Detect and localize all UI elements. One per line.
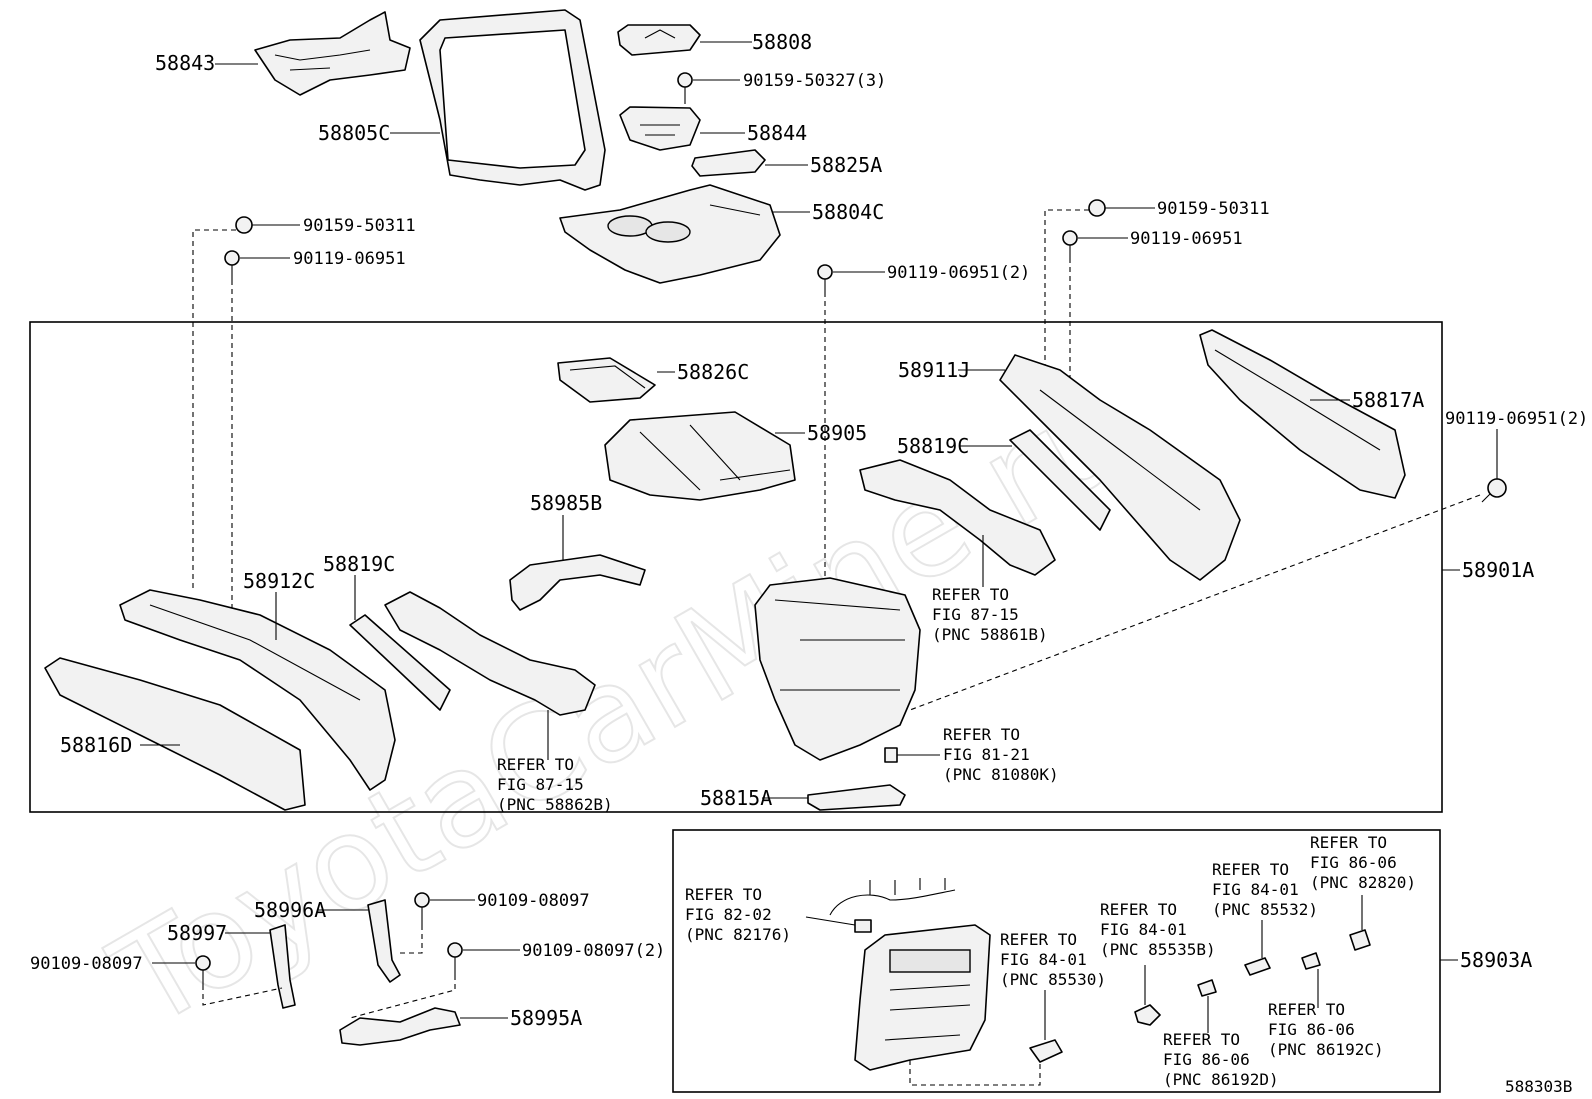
part-58843[interactable] — [254, 11, 411, 96]
label-58912C: 58912C — [243, 569, 315, 593]
part-81080K-connector[interactable] — [884, 747, 898, 763]
bolt-90109-08097-b[interactable] — [195, 955, 211, 985]
ref-82-02-82176: REFER TO FIG 82-02 (PNC 82176) — [685, 885, 791, 944]
label-58816D: 58816D — [60, 733, 132, 757]
label-58826C: 58826C — [677, 360, 749, 384]
part-58912C[interactable] — [119, 589, 396, 791]
part-58804C[interactable] — [559, 184, 781, 284]
label-58903A: 58903A — [1460, 948, 1532, 972]
label-58825A: 58825A — [810, 153, 882, 177]
label-58997: 58997 — [167, 921, 227, 945]
bolt-90109-08097-a[interactable] — [414, 892, 430, 925]
label-90109-08097-b: 90109-08097 — [30, 954, 143, 974]
part-58816D[interactable] — [44, 657, 306, 811]
label-58985B: 58985B — [530, 491, 602, 515]
ref-87-15-58862B: REFER TO FIG 87-15 (PNC 58862B) — [497, 755, 613, 814]
part-85532[interactable] — [1244, 957, 1271, 976]
part-58985B[interactable] — [509, 554, 646, 611]
part-86192D[interactable] — [1197, 979, 1217, 997]
part-58819C-left[interactable] — [349, 614, 451, 711]
label-58996A: 58996A — [254, 898, 326, 922]
bolt-90119-06951-center[interactable] — [817, 264, 833, 292]
part-82820[interactable] — [1349, 929, 1371, 951]
part-58815A[interactable] — [807, 784, 906, 811]
figure-code: 588303B — [1505, 1077, 1572, 1096]
part-85535B[interactable] — [1134, 1004, 1161, 1026]
part-58817A[interactable] — [1199, 329, 1406, 499]
ref-86-06-82820: REFER TO FIG 86-06 (PNC 82820) — [1310, 833, 1416, 892]
bolt-90119-06951-right-side[interactable] — [1481, 478, 1507, 503]
label-58805C: 58805C — [318, 121, 390, 145]
label-58808: 58808 — [752, 30, 812, 54]
bolt-90109-08097-2[interactable] — [447, 942, 463, 975]
ref-84-01-85532: REFER TO FIG 84-01 (PNC 85532) — [1212, 860, 1318, 919]
label-90119-06951-left: 90119-06951 — [293, 249, 406, 269]
ref-87-15-58861B: REFER TO FIG 87-15 (PNC 58861B) — [932, 585, 1048, 644]
label-90109-08097-2: 90109-08097(2) — [522, 941, 665, 961]
part-85530[interactable] — [1029, 1039, 1063, 1063]
ref-81-21-81080K: REFER TO FIG 81-21 (PNC 81080K) — [943, 725, 1059, 784]
label-58804C: 58804C — [812, 200, 884, 224]
part-58808[interactable] — [617, 24, 701, 56]
label-90119-06951-right: 90119-06951 — [1130, 229, 1243, 249]
screw-90159-50327[interactable] — [677, 72, 693, 104]
label-58819C-right: 58819C — [897, 434, 969, 458]
label-58815A: 58815A — [700, 786, 772, 810]
part-58805C[interactable] — [419, 9, 606, 191]
part-58996A[interactable] — [367, 899, 401, 983]
label-58844: 58844 — [747, 121, 807, 145]
part-58905[interactable] — [604, 411, 796, 501]
label-58819C-left: 58819C — [323, 552, 395, 576]
screw-90159-50311-right[interactable] — [1088, 199, 1106, 217]
part-wire-harness-82176[interactable] — [829, 878, 956, 933]
part-58844[interactable] — [619, 106, 701, 151]
label-58995A: 58995A — [510, 1006, 582, 1030]
part-rear-console-panel[interactable] — [854, 924, 991, 1071]
part-58819C-right-strip[interactable] — [1009, 429, 1111, 531]
ref-86-06-86192C: REFER TO FIG 86-06 (PNC 86192C) — [1268, 1000, 1384, 1059]
part-58911J[interactable] — [999, 354, 1241, 581]
ref-84-01-85535B: REFER TO FIG 84-01 (PNC 85535B) — [1100, 900, 1216, 959]
part-duct-left[interactable] — [384, 591, 596, 716]
label-90119-06951-2-top: 90119-06951(2) — [887, 263, 1030, 283]
part-58997[interactable] — [269, 924, 296, 1009]
label-90159-50327: 90159-50327(3) — [743, 71, 886, 91]
label-90109-08097-a: 90109-08097 — [477, 891, 590, 911]
assembly-frame-58903A — [672, 829, 1441, 1093]
part-86192C[interactable] — [1301, 952, 1321, 970]
part-58826C[interactable] — [557, 357, 656, 403]
part-58819C-right[interactable] — [859, 459, 1056, 576]
label-58817A: 58817A — [1352, 388, 1424, 412]
assembly-frame-58901A — [29, 321, 1443, 813]
screw-90159-50311-left[interactable] — [235, 216, 253, 234]
bolt-90119-06951-left[interactable] — [224, 250, 240, 280]
part-58995A[interactable] — [339, 1007, 461, 1046]
bolt-90119-06951-right[interactable] — [1062, 230, 1078, 258]
label-90159-50311-left: 90159-50311 — [303, 216, 416, 236]
ref-86-06-86192D: REFER TO FIG 86-06 (PNC 86192D) — [1163, 1030, 1279, 1089]
label-58911J: 58911J — [898, 358, 970, 382]
ref-84-01-85530: REFER TO FIG 84-01 (PNC 85530) — [1000, 930, 1106, 989]
label-90159-50311-right: 90159-50311 — [1157, 199, 1270, 219]
label-58905: 58905 — [807, 421, 867, 445]
part-console-box[interactable] — [754, 577, 921, 761]
label-58901A: 58901A — [1462, 558, 1534, 582]
part-58825A[interactable] — [691, 149, 766, 177]
label-58843: 58843 — [155, 51, 215, 75]
label-90119-06951-2-right: 90119-06951(2) — [1445, 409, 1588, 429]
